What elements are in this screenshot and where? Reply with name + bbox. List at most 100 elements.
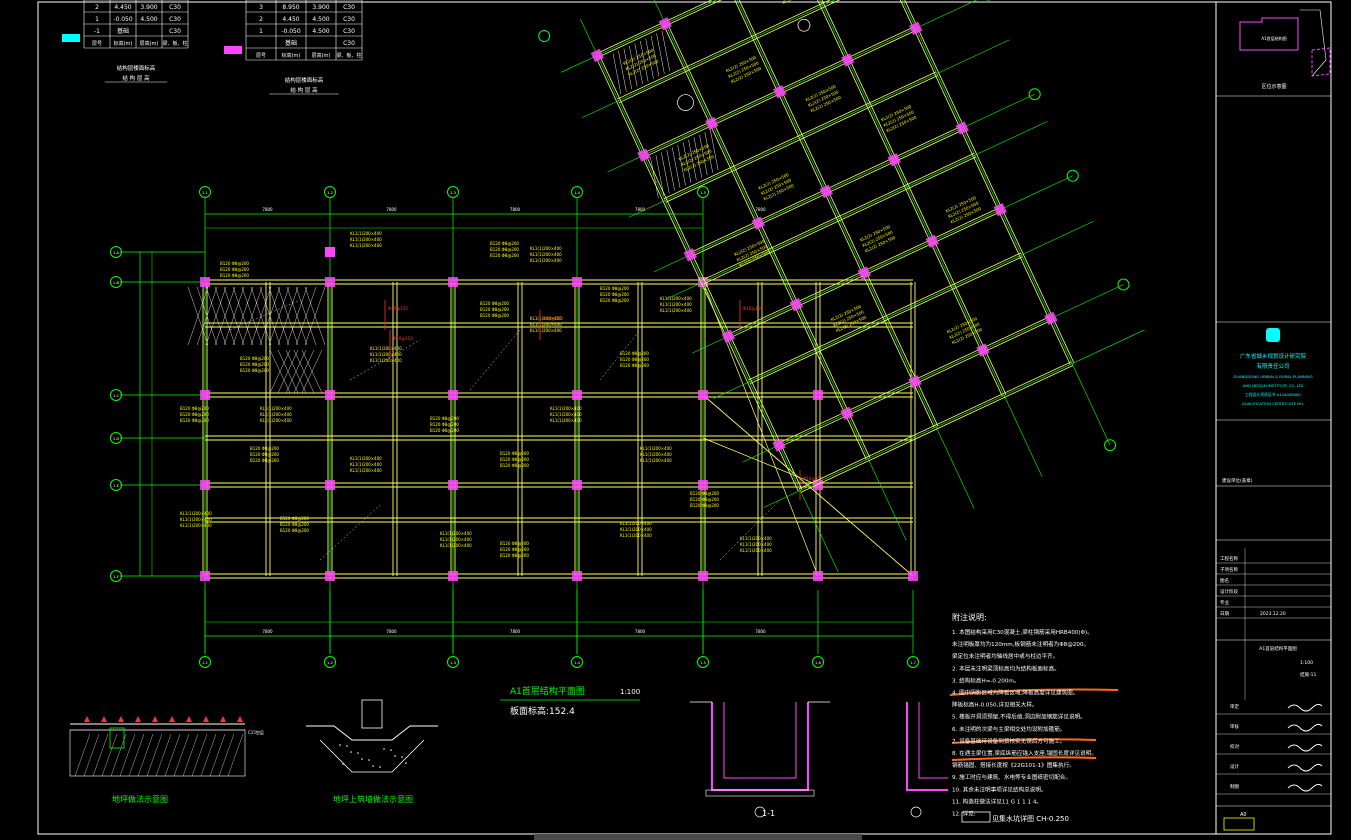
grid-bubble-left [110,570,122,582]
slab-annotation: KL1(1)200×400 [370,358,402,363]
note-line: 7. 设备基础待设备到货核实无误后方可施工。 [952,737,1065,745]
detail-drawings: C15垫层 [69,699,948,818]
wing-hatch [688,139,697,181]
detail-hatch [218,733,235,777]
wing-hatch [661,30,671,72]
wing-grid-bubble [538,30,551,43]
detail-left-title: 地坪做法示意图 [112,794,168,804]
signature-scribble [1287,743,1323,752]
table-cell: 3.900 [312,4,329,11]
title-row-label: 专业 [1220,599,1229,606]
table-cell: C30 [169,28,181,35]
note-line: 9. 施工时应与建筑、水电等专业图纸密切配合。 [952,773,1071,781]
title-row-label: 工程名称 [1220,555,1238,562]
hatch [295,286,317,346]
slab-annotation: KL1(1)200×400 [530,258,562,263]
slab-annotation: KL1(1)200×400 [350,231,382,236]
detail-hatch [182,733,199,777]
slab-annotation: KL1(1)200×400 [440,531,472,536]
table-cell: 4.450 [114,4,131,11]
wing-beam [617,0,890,100]
slab-annotation: KL1(1)200×400 [530,316,562,321]
slab-annotation: KL1(1)200×400 [530,252,562,257]
grid-bubble-left [110,276,122,288]
markup-underline [951,756,1097,761]
wing-grid-line [691,175,1073,354]
grid-bubble-label: 1-C [113,394,120,398]
slab-span-line [229,299,301,331]
grid-bubble-label: 1-F [113,575,119,579]
detail-hatch [92,733,109,777]
note-line: 4. 图中阴影区域为降板区域,降板高度详见建筑图。 [952,689,1078,697]
sheet-code-box [1223,817,1255,831]
concrete-dot [339,744,341,746]
table-header: 梁、板、柱 [336,52,361,59]
slab-annotation: KL1(1)200×400 [550,418,582,423]
detail-marker [84,716,90,722]
slab-annotation: KL1(1)200×400 [440,543,472,548]
detail-hatch [155,733,172,777]
table-marker [62,34,80,42]
note-line: 6. 未注明的次梁与主梁相交处均设附加箍筋。 [952,725,1065,733]
dimension-text: 7800 [510,207,521,212]
detail-hatch [146,733,163,777]
company-line: 工程设计资质证书 A144008562 [1245,392,1302,397]
title-row-label: 子项名称 [1220,566,1238,573]
slab-annotation: B120 Φ8@200 [220,267,249,272]
wing-beam [598,54,803,490]
section-bubble [910,806,922,818]
company-line: AND DESIGN INSTITUTE CO.,LTD [1243,383,1304,388]
note-line: 5. 楼板开洞须预留,不得后凿,洞边附加钢筋详见说明。 [952,713,1086,721]
company-logo-icon [1266,328,1280,342]
dimension-text: 7800 [386,207,397,212]
grid-bubble-left [110,246,122,258]
concrete-dot [350,751,352,753]
wing-beam [731,0,935,429]
slab-annotation: B120 Φ8@200 [500,553,529,558]
grid-bubble-label: 1-5 [700,191,706,195]
grid-bubble-label: 1-1 [202,661,208,665]
detail-hatch [83,733,100,777]
section-bottom-note: 见集水坑详图 CH-0.250 [992,814,1069,823]
slab-annotation: B120 Φ8@200 [690,497,719,502]
hatch [301,349,323,394]
table-cell: C30 [343,4,355,11]
signature-scribble [1287,763,1323,772]
grid-bubble-bottom [907,656,919,668]
table-cell: 4.500 [312,16,329,23]
wing-beam [870,0,1075,363]
table-cell: -1 [94,28,100,35]
slab-annotation: B120 Φ8@200 [500,463,529,468]
markup-underline [951,738,1097,744]
slab-annotation: B120 Φ8@200 [620,357,649,362]
dimension-text: 7800 [635,207,646,212]
footing-outline [306,725,438,741]
concrete-dot [383,748,385,750]
hatch [214,286,236,346]
slab-annotation: KL1(1)200×400 [620,533,652,538]
grid-bubble-label: 1-4 [574,661,581,665]
hatch [223,286,245,346]
slab-annotation: B120 Φ8@200 [250,452,279,457]
slab-annotation: KL1(1)200×400 [350,243,382,248]
horizontal-scrollbar[interactable] [534,834,862,840]
column [572,277,582,287]
hatch [196,286,218,346]
detail-hatch [200,733,217,777]
note-line: 梁定位未注明者均轴线居中或与柱边平齐。 [952,652,1058,660]
slab-annotation: KL1(1)200×400 [530,322,562,327]
grid-bubble-bottom [447,656,459,668]
slab-annotation: B120 Φ8@200 [220,261,249,266]
table-header: 层高(m) [312,52,331,59]
grid-bubble-bottom [812,656,824,668]
dimension-text: 7800 [386,629,397,634]
slab-annotation: B120 Φ8@200 [490,241,519,246]
table-caption: 结 构 层 高 [122,74,150,82]
section-label: 1-1 [762,809,775,818]
table-cell: 3.900 [140,4,157,11]
wing-column [819,184,833,199]
concrete-dot [379,766,381,768]
table-cell: 1 [95,16,99,23]
wing-hatch [650,35,660,77]
